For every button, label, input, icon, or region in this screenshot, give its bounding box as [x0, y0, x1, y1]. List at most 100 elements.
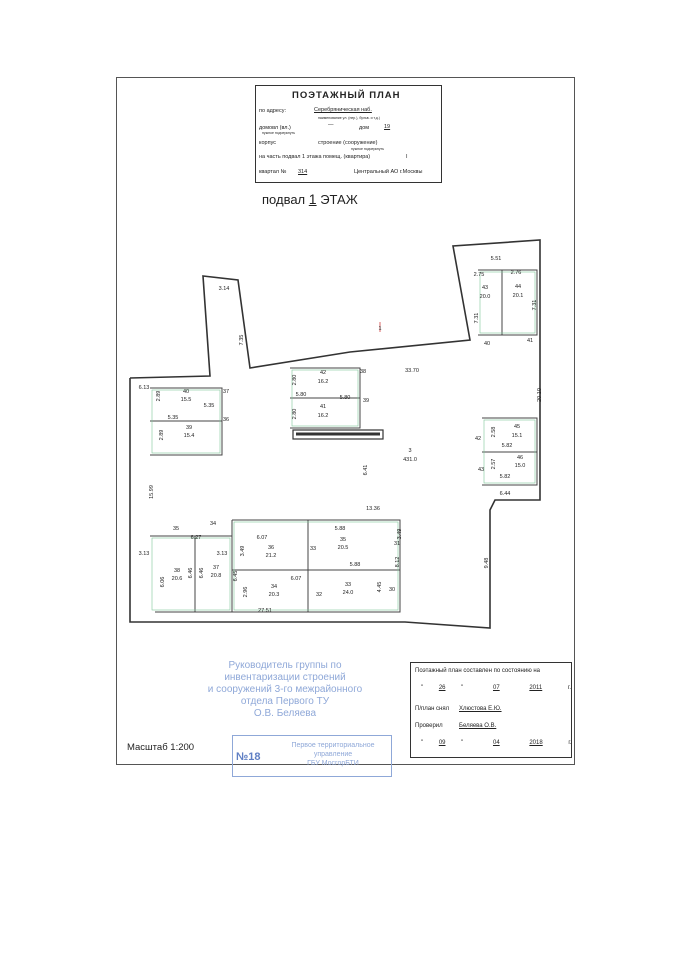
stamp-org-line: Первое территориальное	[291, 742, 375, 749]
plan-label: 431.0	[403, 457, 417, 463]
scale-label: Масштаб 1:200	[127, 742, 195, 753]
plan-label: 37	[223, 389, 229, 395]
address-value: Серебряническая наб.	[314, 107, 372, 113]
plan-label: 43	[478, 467, 484, 473]
stroenie-hint: нужное подчеркнуть	[351, 147, 385, 151]
plan-label: 5.88	[335, 526, 346, 532]
plan-label: 40	[484, 341, 490, 347]
plan-label: 24.0	[343, 590, 354, 596]
check-day: 09	[438, 740, 446, 746]
surveyor-label: П/план снял	[415, 706, 450, 712]
plan-label: 3.49	[240, 546, 246, 557]
plan-label: 5.80	[340, 395, 351, 401]
survey-month: 07	[492, 685, 500, 691]
plan-label: 6.44	[500, 491, 511, 497]
plan-label: 9.48	[484, 558, 490, 569]
plan-label: 6.07	[257, 535, 268, 541]
kvartal-value: 314	[298, 169, 308, 175]
drawing-sheet	[116, 77, 575, 765]
plan-label: 35	[173, 526, 179, 532]
plan-counter	[292, 429, 384, 440]
plan-label: 2.89	[156, 391, 162, 402]
check-date: " 09 " 04 2018 г.	[421, 740, 572, 746]
stamp-number: №18	[236, 751, 261, 763]
plan-label: 2.75	[474, 272, 485, 278]
plan-label: 6.07	[291, 576, 302, 582]
plan-label: 41	[320, 404, 326, 410]
plan-label: 13.36	[366, 506, 380, 512]
plan-label: 3.14	[219, 286, 230, 292]
plan-label: 2.96	[243, 587, 249, 598]
surveyor-name: Хлюстова Е.Ю.	[459, 706, 502, 712]
plan-label: 39	[363, 398, 369, 404]
plan-label: 27.51	[258, 608, 272, 614]
plan-label: 15.99	[149, 485, 155, 499]
plan-label: 39	[186, 425, 192, 431]
stroenie-label: строение (сооружение)	[318, 140, 378, 146]
plan-label: 5.35	[204, 403, 215, 409]
plan-label: 37	[213, 565, 219, 571]
plan-label: 34	[210, 521, 216, 527]
plan-label: 15.1	[512, 433, 523, 439]
plan-outer-walls	[129, 239, 541, 629]
plan-label: 6.46	[188, 568, 194, 579]
plan-label: 30	[389, 587, 395, 593]
part-value: I	[406, 154, 408, 160]
plan-label: 35	[340, 537, 346, 543]
kvartal-label: квартал №	[259, 169, 287, 175]
korpus-label: корпус	[259, 140, 277, 146]
plan-label: 34	[271, 584, 277, 590]
plan-label: 42	[320, 370, 326, 376]
address-hint: наименование ул. (пер.), бульв. и т.д.)	[318, 116, 380, 120]
house-label: домовл (вл.)	[259, 125, 291, 131]
plan-label: 6.45	[233, 571, 239, 582]
stamp-text-line: О.В. Беляева	[253, 708, 317, 719]
plan-label: 6.13	[139, 385, 150, 391]
plan-label: 2.89	[159, 430, 165, 441]
plan-label: 7.31	[532, 300, 538, 311]
plan-label: 38	[360, 369, 366, 375]
plan-label: 3.13	[139, 551, 150, 557]
plan-label: 41	[527, 338, 533, 344]
stamp-org-line: управление	[313, 751, 353, 758]
plan-label: 8.12	[395, 557, 401, 568]
plan-label: 15.4	[184, 433, 195, 439]
floor-title-number: 1	[308, 191, 317, 207]
survey-info-box: Поэтажный план составлен по состоянию на…	[410, 662, 572, 758]
survey-day: 26	[438, 685, 446, 691]
plan-label: 5.88	[350, 562, 361, 568]
plan-label: 38	[174, 568, 180, 574]
plan-label: 2.80	[292, 409, 298, 420]
floor-title-suffix: ЭТАЖ	[320, 192, 358, 207]
plan-label: 6.27	[191, 535, 202, 541]
title-block: ПОЭТАЖНЫЙ ПЛАН по адресу: Серебряническа…	[255, 85, 442, 183]
plan-label: 16.2	[318, 379, 329, 385]
plan-label: 16.2	[318, 413, 329, 419]
room-area-outlines	[151, 271, 536, 611]
plan-label: 3.13	[217, 551, 228, 557]
floor-title: подвал 1 ЭТАЖ	[262, 191, 358, 207]
plan-label: 1	[378, 326, 381, 332]
plan-label: 32	[316, 592, 322, 598]
plan-label: 20.6	[172, 576, 183, 582]
plan-label: 20.1	[513, 293, 524, 299]
survey-date: " 26 " 07 2011 г.	[421, 685, 572, 691]
plan-label: 15.0	[515, 463, 526, 469]
plan-label: 7.31	[474, 313, 480, 324]
check-month: 04	[492, 740, 500, 746]
plan-inner-walls	[150, 269, 538, 613]
address-label: по адресу:	[259, 108, 286, 114]
plan-label: 4.45	[377, 582, 383, 593]
stamp-text-line: Руководитель группы по	[228, 660, 342, 671]
stamp-org-line: ГБУ МосгорБТИ	[307, 760, 359, 767]
check-year: 2018	[529, 740, 543, 746]
floor-title-prefix: подвал	[262, 192, 306, 207]
plan-label: 40	[183, 389, 189, 395]
plan-label: 2.76	[511, 270, 522, 276]
checker-label: Проверил	[415, 723, 443, 729]
plan-label: 15.5	[181, 397, 192, 403]
